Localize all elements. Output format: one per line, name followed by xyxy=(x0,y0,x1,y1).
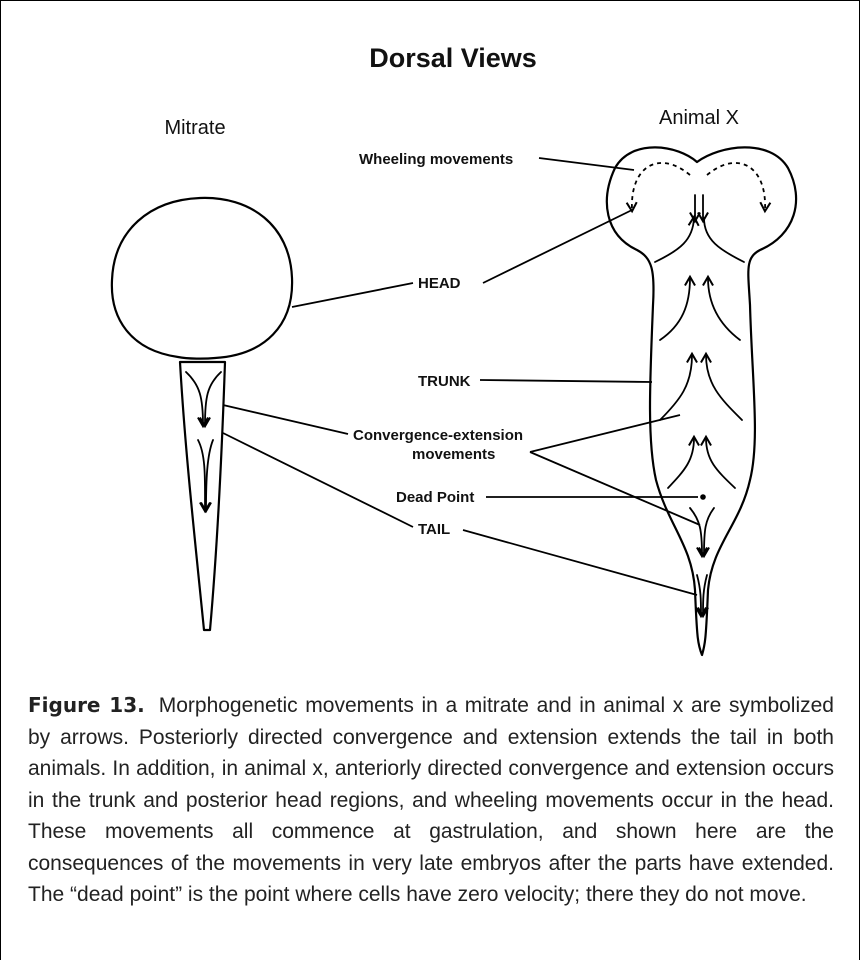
dead-point-dot xyxy=(700,494,706,500)
mitrate-label: Mitrate xyxy=(164,117,225,139)
figure-label: Figure 13. xyxy=(28,693,145,717)
wheeling-arrows xyxy=(632,163,765,220)
caption-text: Morphogenetic movements in a mitrate and… xyxy=(28,694,834,906)
trunk-convergence-arrows xyxy=(655,218,744,488)
trunk-label: TRUNK xyxy=(418,373,471,390)
convergence-leader-right xyxy=(530,415,680,452)
dorsal-views-diagram: Dorsal Views Mitrate Animal X xyxy=(0,0,862,680)
head-label: HEAD xyxy=(418,275,461,292)
convergence-leader-left xyxy=(223,405,348,434)
tail-label: TAIL xyxy=(418,521,450,538)
wheeling-movements-label: Wheeling movements xyxy=(359,151,513,168)
tail-leader-left xyxy=(223,433,413,527)
convergence-label-line2: movements xyxy=(412,446,495,463)
convergence-leader-right2 xyxy=(530,452,700,525)
trunk-leader-line xyxy=(480,380,652,382)
head-leader-left xyxy=(292,283,413,307)
figure-caption: Figure 13.Morphogenetic movements in a m… xyxy=(28,690,834,911)
dead-point-label: Dead Point xyxy=(396,489,474,506)
convergence-label-line1: Convergence-extension xyxy=(353,427,523,444)
tail-leader-right xyxy=(463,530,697,595)
head-leader-right xyxy=(483,210,632,283)
mitrate-arrows xyxy=(186,372,221,510)
diagram-title: Dorsal Views xyxy=(369,43,537,73)
animal-x-outline xyxy=(607,147,796,655)
animal-x-tail-arrows xyxy=(690,508,714,615)
animal-x-label: Animal X xyxy=(659,107,739,129)
